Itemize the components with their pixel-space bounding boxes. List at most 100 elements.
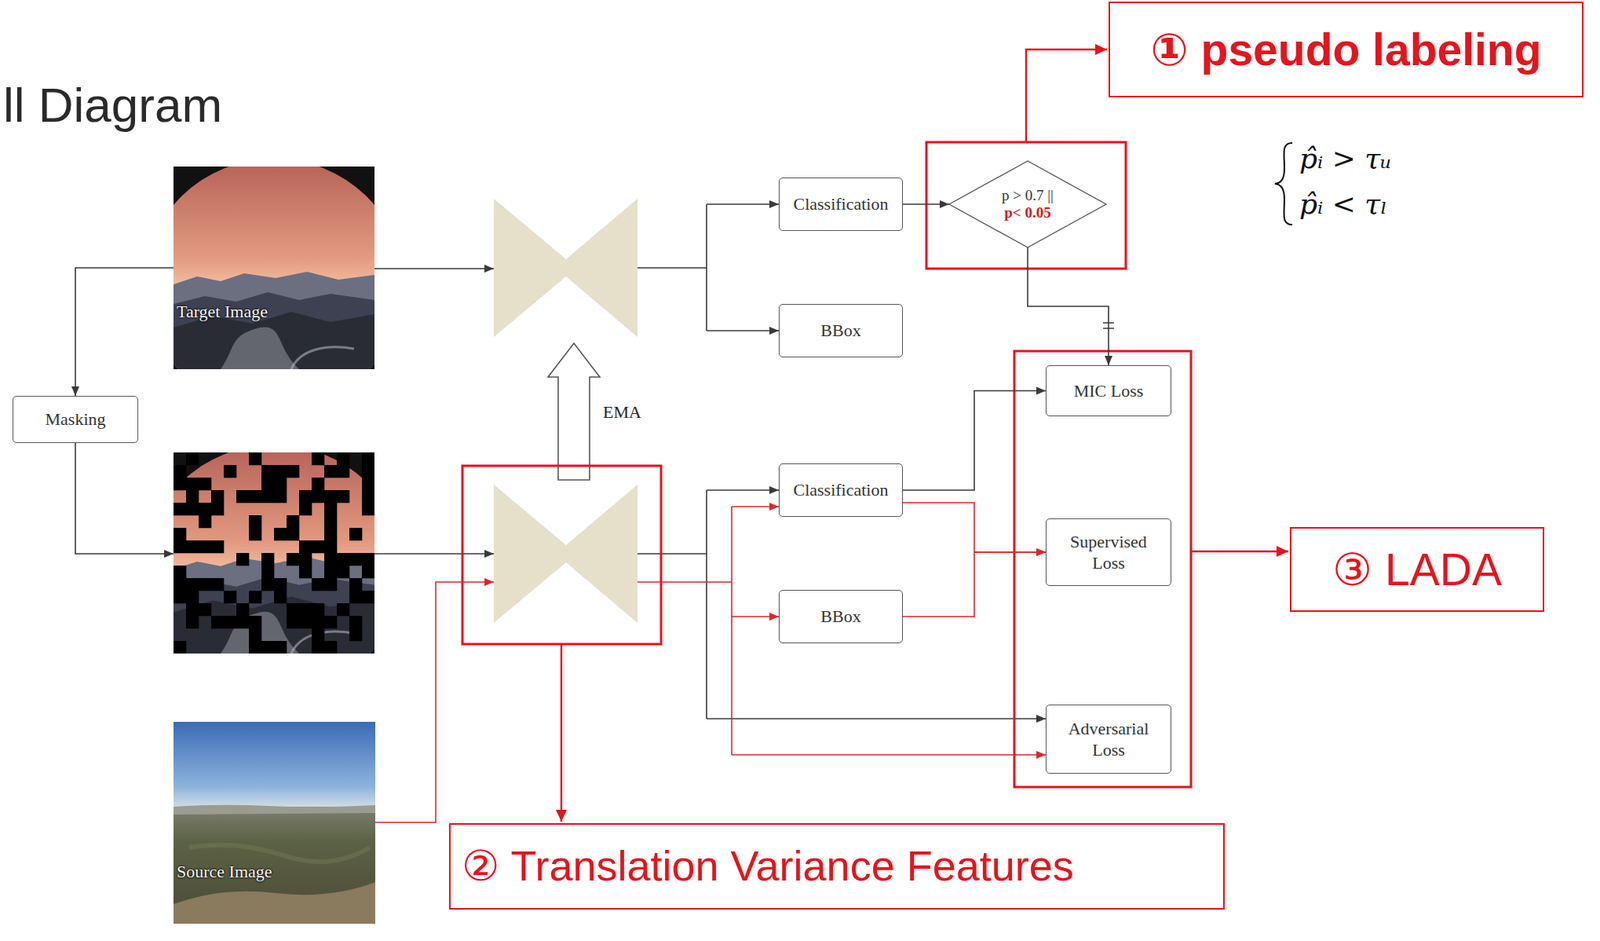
graphic-part — [273, 640, 287, 654]
wire — [731, 615, 779, 618]
callout-text: ② Translation Variance Features — [461, 842, 1074, 889]
graphic-part — [173, 881, 376, 924]
wire — [75, 442, 174, 554]
graphic-part — [236, 552, 249, 566]
graphic-part — [273, 489, 287, 503]
graphic-part — [286, 615, 300, 629]
callout-text: ③ LADA — [1332, 544, 1502, 595]
graphic-part — [336, 452, 350, 465]
graphic-part — [248, 452, 262, 465]
leader-line — [1190, 550, 1289, 552]
graphic-part — [211, 540, 224, 553]
graphic-part — [324, 540, 337, 553]
diamond-shape — [949, 160, 1107, 248]
box-text: Masking — [45, 408, 106, 431]
graphic-part — [173, 806, 376, 924]
graphic-part — [273, 590, 287, 603]
graphic-part — [273, 477, 287, 490]
condition-text: p > 0.7 || — [1001, 186, 1054, 205]
connector-arrow — [902, 390, 1046, 491]
callout-text: ① pseudo labeling — [1150, 25, 1542, 75]
wire — [375, 581, 494, 822]
wire — [706, 489, 779, 491]
graphic-part — [173, 452, 375, 654]
graphic-part — [248, 640, 262, 654]
graphic-part — [173, 540, 187, 553]
graphic-part — [248, 527, 262, 541]
threshold-formula: p̂ᵢ < τₗ — [1299, 186, 1388, 221]
graphic-part — [236, 615, 249, 629]
graphic-part — [173, 166, 375, 369]
graphic-part — [299, 615, 312, 629]
graphic-part — [299, 552, 312, 566]
graphic-part — [361, 565, 375, 578]
graphic-part — [361, 552, 375, 566]
graphic-part — [198, 577, 212, 591]
graphic-part — [336, 565, 350, 578]
box-text: Supervised Loss — [1054, 530, 1163, 574]
graphic-part — [186, 602, 199, 616]
graphic-part — [173, 590, 187, 603]
graphic-part — [248, 628, 262, 641]
graphic-part — [261, 577, 274, 591]
threshold-formula: p̂ᵢ > τᵤ — [1299, 141, 1392, 176]
graphic-part — [173, 271, 375, 369]
highlight-frame — [1014, 350, 1191, 787]
wire — [706, 717, 1046, 720]
graphic-part — [324, 552, 337, 566]
graphic-part — [291, 347, 355, 369]
highlight-frame — [462, 465, 662, 644]
graphic-part — [223, 615, 237, 629]
graphic-part — [173, 292, 375, 369]
graphic-part — [361, 452, 375, 465]
student-network — [493, 484, 638, 623]
wire — [706, 203, 779, 205]
connector-arrow — [902, 551, 1046, 617]
graphic-part — [186, 452, 199, 465]
graphic-part — [248, 615, 262, 629]
image-node: Target Image — [173, 166, 375, 369]
wire — [730, 506, 733, 755]
graphic-part — [186, 577, 199, 591]
graphic-part — [324, 615, 337, 629]
graphic-part — [336, 489, 350, 503]
image-node: Source Image — [173, 721, 376, 924]
graphic-part — [173, 640, 187, 654]
wires-red — [375, 506, 1046, 822]
process-box: Classification — [778, 177, 903, 231]
process-box: MIC Loss — [1045, 365, 1172, 417]
connector-arrow — [902, 502, 1046, 552]
diagram-title: ll Diagram — [3, 76, 223, 133]
process-box: Masking — [12, 395, 139, 443]
graphic-part — [186, 477, 199, 490]
graphic-part — [349, 628, 362, 641]
graphic-part — [211, 489, 224, 503]
graphic-part — [173, 452, 375, 654]
graphic-part — [311, 640, 325, 654]
graphic-part — [349, 527, 362, 541]
graphic-part — [220, 611, 300, 654]
box-text: Classification — [793, 478, 889, 501]
graphic-part — [361, 464, 375, 478]
graphic-part — [299, 489, 312, 503]
graphic-part — [198, 540, 212, 553]
wires — [75, 204, 1046, 719]
graphic-part — [173, 166, 375, 369]
callout-box: ② Translation Variance Features — [449, 822, 1225, 910]
diamond-text-group: p > 0.7 ||p< 0.05 — [949, 160, 1107, 248]
graphic-part — [324, 515, 337, 528]
wire — [705, 204, 708, 331]
graphic-part — [311, 452, 325, 465]
graphic-part — [261, 477, 274, 490]
graphic-part — [173, 804, 376, 815]
graphic-part — [211, 502, 224, 516]
graphic-part — [173, 596, 375, 654]
box-text: MIC Loss — [1073, 379, 1144, 402]
graphic-part — [211, 615, 224, 629]
graphic-part — [324, 489, 337, 503]
image-caption: Target Image — [176, 301, 268, 322]
wire — [374, 267, 494, 270]
graphic-part — [198, 602, 212, 616]
callout-box: ① pseudo labeling — [1108, 1, 1584, 98]
graphic-part — [361, 502, 375, 516]
